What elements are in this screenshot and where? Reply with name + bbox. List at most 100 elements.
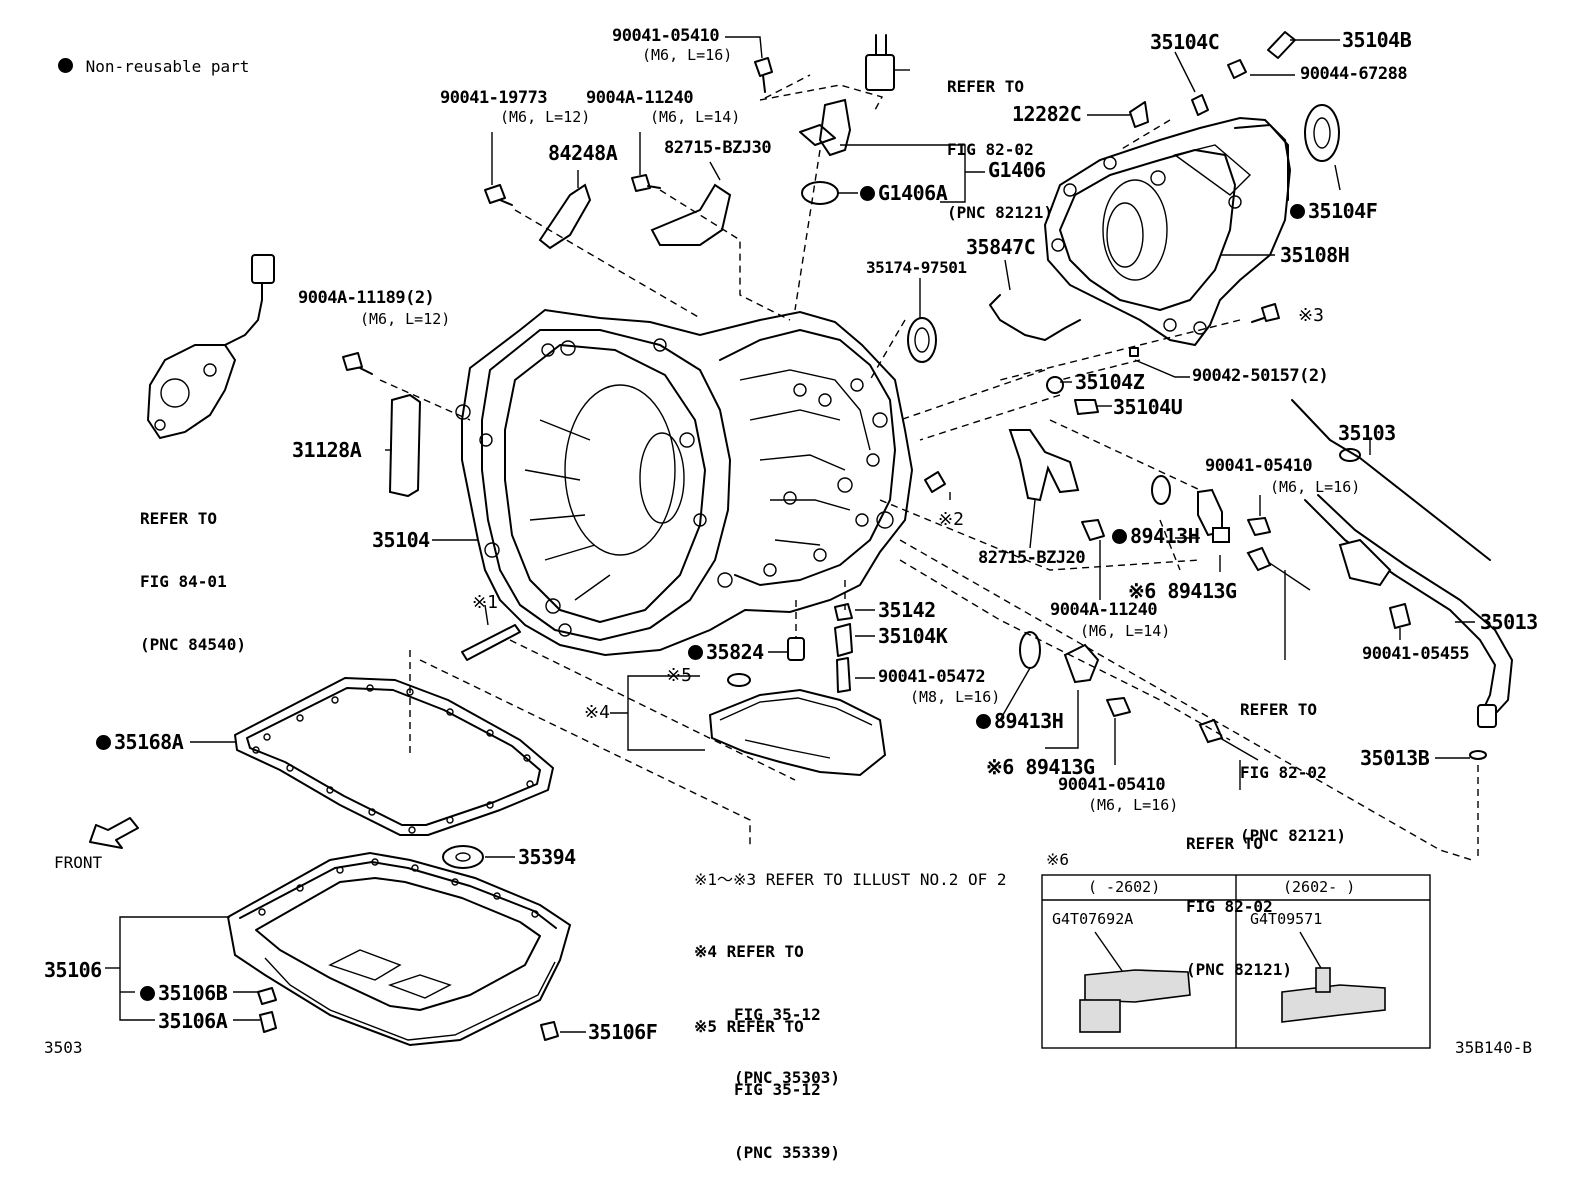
label-35847C: 35847C bbox=[966, 235, 1036, 259]
note-4: ※4 REFER TO FIG 35-12 (PNC 35303) bbox=[694, 899, 840, 1109]
non-reusable-dot-icon bbox=[96, 735, 111, 750]
label-89413H-low: 89413H bbox=[976, 709, 1064, 733]
label-9004A-11240-top: 9004A-11240 bbox=[586, 88, 694, 108]
mark-2: ※2 bbox=[938, 509, 964, 530]
label-90041-05472: 90041-05472 bbox=[878, 667, 986, 687]
refer-84540: REFER TO FIG 84-01 (PNC 84540) bbox=[140, 466, 246, 676]
oil-pan-gasket-35168A bbox=[234, 677, 554, 836]
refer-line: REFER TO bbox=[140, 509, 218, 528]
parts-diagram bbox=[89, 31, 1513, 1049]
inset-col2-part: G4T09571 bbox=[1250, 910, 1323, 928]
note-illust-ref: ※1～※3 REFER TO ILLUST NO.2 OF 2 bbox=[694, 870, 1007, 889]
extension-housing-35108H bbox=[1043, 116, 1292, 347]
label-text: 35824 bbox=[706, 640, 764, 664]
mark-4: ※4 bbox=[584, 702, 610, 723]
label-text: 35168A bbox=[114, 730, 184, 754]
label-89413H-top: 89413H bbox=[1112, 524, 1200, 548]
note-line: ※5 REFER TO bbox=[694, 1017, 804, 1036]
label-35824: 35824 bbox=[688, 642, 764, 662]
label-35168A: 35168A bbox=[96, 730, 184, 754]
spec-90041-05472: (M8, L=16) bbox=[910, 688, 1001, 706]
non-reusable-dot-icon bbox=[1112, 529, 1127, 544]
label-9004A-11189: 9004A-11189(2) bbox=[298, 288, 435, 308]
label-12282C: 12282C bbox=[1012, 102, 1082, 126]
label-text: 89413H bbox=[1130, 524, 1200, 548]
label-82715-BZJ30: 82715-BZJ30 bbox=[664, 138, 772, 158]
transmission-case-35104 bbox=[455, 308, 914, 657]
label-90044-67288: 90044-67288 bbox=[1300, 64, 1408, 84]
refer-line: FIG 82-02 bbox=[1240, 763, 1327, 782]
refer-line: REFER TO bbox=[1186, 834, 1264, 853]
note-line: FIG 35-12 bbox=[734, 1080, 821, 1099]
refer-line: FIG 82-02 bbox=[947, 140, 1034, 159]
label-35106B: 35106B bbox=[140, 981, 228, 1005]
mark-3: ※3 bbox=[1298, 305, 1324, 326]
inset-col1-part: G4T07692A bbox=[1052, 910, 1134, 928]
spec-90041-19773: (M6, L=12) bbox=[500, 108, 591, 126]
leader-lines bbox=[105, 36, 1475, 1033]
inset-col2-header: (2602- ) bbox=[1283, 878, 1356, 896]
refer-line: (PNC 82121) bbox=[1186, 960, 1292, 979]
label-35108H: 35108H bbox=[1280, 243, 1350, 267]
label-35104F: 35104F bbox=[1290, 199, 1378, 223]
label-89413G-top: ※6 89413G bbox=[1128, 579, 1237, 603]
dipstick-and-tube bbox=[1291, 399, 1513, 760]
label-35174-97501: 35174-97501 bbox=[866, 258, 967, 277]
label-90042-50157: 90042-50157(2) bbox=[1192, 366, 1329, 386]
non-reusable-dot-icon bbox=[688, 645, 703, 660]
label-82715-BZJ20: 82715-BZJ20 bbox=[978, 548, 1086, 568]
spec-90041-05410-top: (M6, L=16) bbox=[642, 46, 733, 64]
label-text: 35106B bbox=[158, 981, 228, 1005]
label-G1406A: G1406A bbox=[860, 181, 948, 205]
neutral-start-switch bbox=[146, 254, 275, 440]
label-35106A: 35106A bbox=[158, 1009, 228, 1033]
label-G1406: G1406 bbox=[988, 158, 1046, 182]
spec-90041-05410-right: (M6, L=16) bbox=[1270, 478, 1361, 496]
refer-line: REFER TO bbox=[1240, 700, 1318, 719]
label-35013: 35013 bbox=[1480, 610, 1538, 634]
label-text: 89413H bbox=[994, 709, 1064, 733]
legend-text: Non-reusable part bbox=[85, 57, 250, 76]
label-35104C: 35104C bbox=[1150, 30, 1220, 54]
figure-code: 35B140-B bbox=[1455, 1038, 1533, 1057]
label-89413G-low: ※6 89413G bbox=[986, 755, 1095, 779]
oil-strainer bbox=[708, 673, 887, 777]
label-text: 35104F bbox=[1308, 199, 1378, 223]
refer-82121-low: REFER TO FIG 82-02 (PNC 82121) bbox=[1186, 791, 1292, 1001]
non-reusable-dot-icon bbox=[976, 714, 991, 729]
inset-col1-header: ( -2602) bbox=[1088, 878, 1161, 896]
non-reusable-dot-icon bbox=[860, 186, 875, 201]
label-90041-19773: 90041-19773 bbox=[440, 88, 548, 108]
mark-5: ※5 bbox=[666, 665, 692, 686]
label-84248A: 84248A bbox=[548, 141, 618, 165]
refer-line: REFER TO bbox=[947, 77, 1025, 96]
label-35104U: 35104U bbox=[1113, 395, 1183, 419]
legend: Non-reusable part bbox=[58, 58, 249, 75]
label-35394: 35394 bbox=[518, 845, 576, 869]
non-reusable-dot-icon bbox=[58, 58, 73, 73]
front-label: FRONT bbox=[54, 853, 103, 872]
label-9004A-11240-mid: 9004A-11240 bbox=[1050, 600, 1158, 620]
page-code: 3503 bbox=[44, 1038, 83, 1057]
label-90041-05410-low: 90041-05410 bbox=[1058, 775, 1166, 795]
label-35104Z: 35104Z bbox=[1075, 370, 1145, 394]
label-35104B: 35104B bbox=[1342, 28, 1412, 52]
label-90041-05455: 90041-05455 bbox=[1362, 644, 1470, 664]
label-90041-05410-right: 90041-05410 bbox=[1205, 456, 1313, 476]
small-parts bbox=[89, 31, 1411, 1041]
refer-82121-right: REFER TO FIG 82-02 (PNC 82121) bbox=[1240, 657, 1346, 867]
spec-9004A-11189: (M6, L=12) bbox=[360, 310, 451, 328]
note-5: ※5 REFER TO FIG 35-12 (PNC 35339) bbox=[694, 974, 840, 1184]
dashed-lines bbox=[379, 74, 1479, 861]
mark-6: ※6 bbox=[1046, 850, 1070, 869]
non-reusable-dot-icon bbox=[140, 986, 155, 1001]
note-line: (PNC 35339) bbox=[734, 1143, 840, 1162]
spec-9004A-11240-mid: (M6, L=14) bbox=[1080, 622, 1171, 640]
label-35104: 35104 bbox=[372, 528, 430, 552]
label-35104K: 35104K bbox=[878, 624, 948, 648]
oil-pan-35106 bbox=[226, 851, 572, 1047]
label-35103: 35103 bbox=[1338, 421, 1396, 445]
refer-line: FIG 82-02 bbox=[1186, 897, 1273, 916]
label-text: G1406A bbox=[878, 181, 948, 205]
sensor-variant-inset bbox=[1041, 874, 1431, 1049]
